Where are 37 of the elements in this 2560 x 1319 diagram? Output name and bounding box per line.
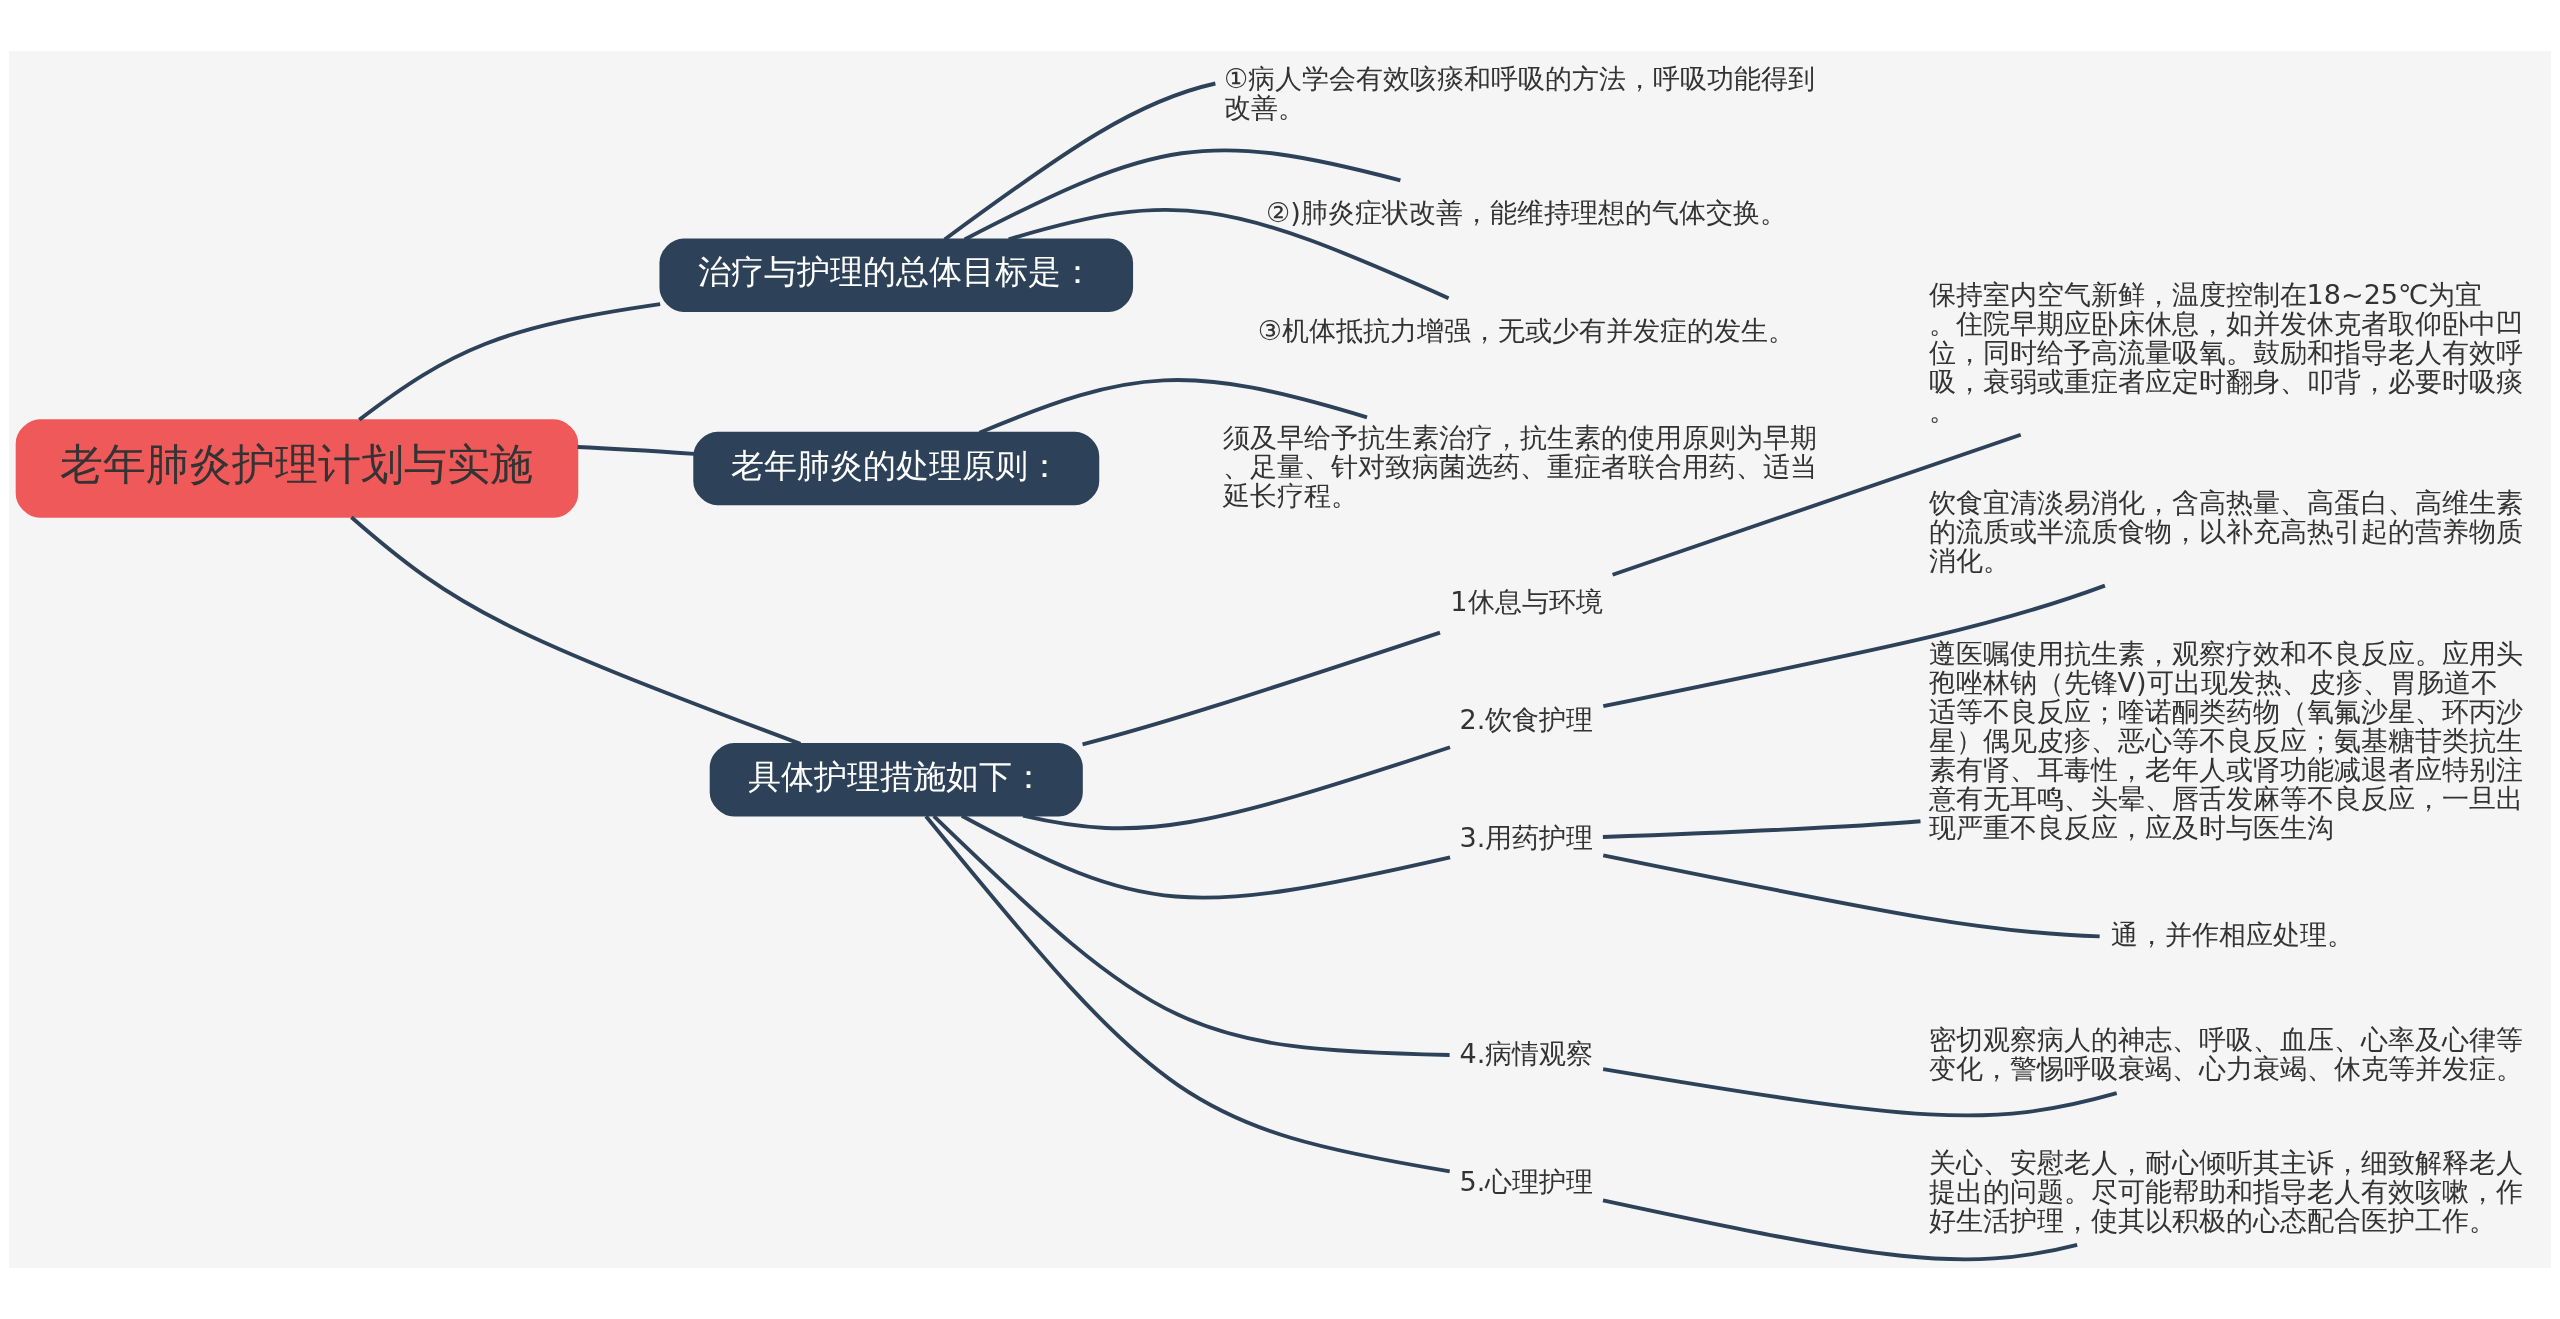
connector <box>1602 1067 2118 1118</box>
connector <box>1602 1198 2078 1262</box>
connector <box>932 814 1450 1057</box>
connector <box>1602 583 2106 709</box>
connector <box>1082 630 1441 747</box>
node-box: 老年肺炎护理计划与实施 <box>15 419 579 518</box>
connector <box>978 378 1368 435</box>
connector <box>960 814 1451 900</box>
node-text: 通，并作相应处理。 <box>2110 918 2354 950</box>
node-text: ①病人学会有效咳痰和呼吸的方法，呼吸功能得到改善。 <box>1223 63 1816 124</box>
node-text: 4.病情观察 <box>1459 1038 1594 1070</box>
node-box: 治疗与护理的总体目标是： <box>659 238 1134 312</box>
node-box: 具体护理措施如下： <box>709 743 1083 817</box>
node-text: 须及早给予抗生素治疗，抗生素的使用原则为早期、足量、针对致病菌选药、重症者联合用药、适当延长疗程。 <box>1222 421 1817 511</box>
node-text: 关心、安慰老人，耐心倾听其主诉，细致解释老人提出的问题。尽可能帮助和指导老人有效咳嗽，作好生活护理，使其以积极的心态配合医护工作。 <box>1928 1146 2523 1236</box>
node-text: 饮食宜清淡易消化，含高热量、高蛋白、高维生素的流质或半流质食物，以补充高热引起的营养物质消化。 <box>1928 487 2523 577</box>
connector <box>1022 745 1451 830</box>
node-text: 遵医嘱使用抗生素，观察疗效和不良反应。应用头孢唑林钠（先锋V)可出现发热、皮疹、胃肠道不适等不良反应；喹诺酮类药物（氧氟沙星、环丙沙星）偶见皮疹、恶心等不良反应；氨基糖苷类抗生素有肾、耳毒性，老年人或肾功能减退者应特别注意有无耳鸣、头晕、唇舌发麻等不良反应，一旦出现严重不良反应，应及时与医生沟 <box>1928 638 2523 844</box>
node-text: 2.饮食护理 <box>1459 703 1594 735</box>
connector <box>963 148 1401 242</box>
node-text: 5.心理护理 <box>1459 1166 1594 1197</box>
node-text: ②)肺炎症状改善，能维持理想的气体交换。 <box>1266 197 1787 229</box>
node-text: 密切观察病人的神志、呼吸、血压、心率及心律等变化，警惕呼吸衰竭、心力衰竭、休克等并发症。 <box>1928 1023 2523 1084</box>
node-text: 1休息与环境 <box>1450 586 1603 618</box>
connector <box>577 445 695 456</box>
connector <box>350 515 802 746</box>
connector <box>924 815 1451 1174</box>
connector <box>1611 432 2022 577</box>
connector <box>358 302 661 422</box>
node-text: ③机体抵抗力增强，无或少有并发症的发生。 <box>1257 315 1796 347</box>
node-text: 3.用药护理 <box>1459 821 1594 853</box>
connector <box>1008 208 1450 300</box>
node-text: 保持室内空气新鲜，温度控制在18~25℃为宜。住院早期应卧床休息，如并发休克者取仰卧中凹位，同时给予高流量吸氧。鼓励和指导老人有效呼吸，衰弱或重症者应定时翻身、叩背，必要时吸痰。 <box>1928 278 2523 426</box>
connector <box>943 81 1216 241</box>
node-box: 老年肺炎的处理原则： <box>693 431 1100 506</box>
connector <box>1602 853 2100 939</box>
connector <box>1602 819 1921 839</box>
